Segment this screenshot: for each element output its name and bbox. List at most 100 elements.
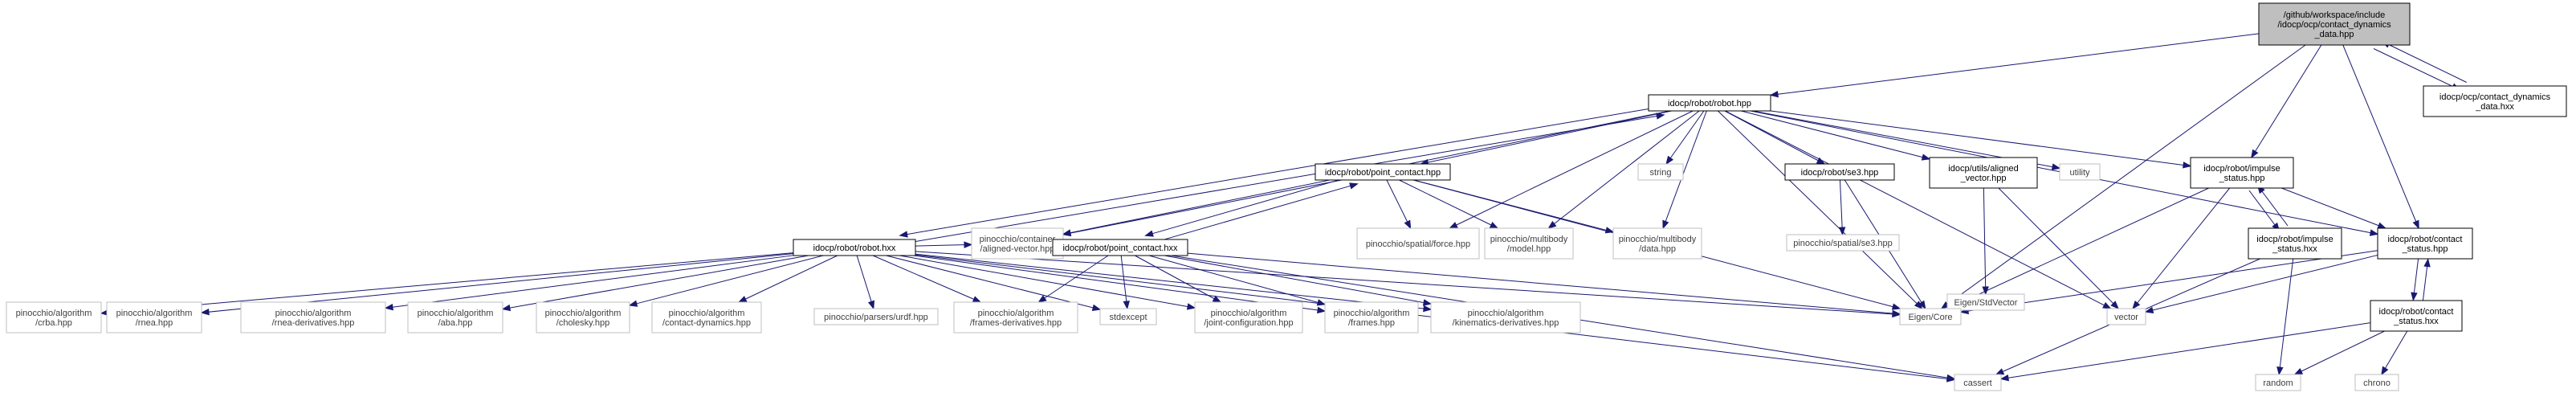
node-pin-model: pinocchio/multibody/model.hpp — [1484, 227, 1574, 260]
edge-contact_hpp-to-contact_hxx — [2411, 258, 2419, 301]
edge-line — [886, 255, 1101, 310]
node-label-line: Eigen/Core — [1908, 313, 1952, 322]
dependency-edges — [100, 33, 2467, 383]
node-label-line: Eigen/StdVector — [1954, 298, 2018, 308]
node-robot-hpp[interactable]: idocp/robot/robot.hpp — [1648, 94, 1771, 112]
arrowhead — [628, 300, 638, 307]
arrowhead — [384, 303, 393, 311]
node-box — [2423, 85, 2567, 117]
node-label-line: pinocchio/multibody — [1619, 235, 1697, 244]
edge-line — [502, 255, 809, 310]
node-aligned-hpp[interactable]: idocp/utils/aligned_vector.hpp — [1929, 157, 2038, 189]
edge-line — [1399, 179, 1498, 229]
node-label-line: idocp/robot/point_contact.hpp — [1325, 168, 1441, 178]
arrowhead — [1769, 91, 1779, 98]
node-impulse-hpp[interactable]: idocp/robot/impulse_status.hpp — [2190, 157, 2294, 189]
edge-line — [1983, 187, 1987, 295]
arrowhead — [972, 296, 982, 303]
node-pc-hxx[interactable]: idocp/robot/point_contact.hxx — [1052, 239, 1188, 256]
edge-line — [629, 255, 824, 306]
arrowhead — [2423, 258, 2431, 268]
node-box — [240, 301, 386, 333]
edge-pc_hpp-to-pc_hxx — [1144, 175, 1352, 237]
arrowhead — [1186, 303, 1196, 310]
edge-pc_hpp-to-pin_aligned — [1062, 179, 1342, 237]
edge-line — [1770, 33, 2260, 96]
node-label-line: idocp/robot/impulse — [2203, 164, 2280, 174]
node-box — [1786, 234, 1900, 252]
edge-line — [1947, 187, 2210, 309]
edge-line — [899, 106, 1661, 236]
arrowhead — [2369, 229, 2379, 236]
arrowhead — [1349, 182, 1359, 190]
edge-pc_hxx-to-pin_kin_der — [1164, 255, 1433, 306]
edge-robot_hpp-to-pin_force — [1449, 110, 1694, 229]
arrowhead — [1921, 153, 1931, 161]
node-label-line: string — [1650, 168, 1672, 178]
arrowhead — [1816, 157, 1826, 165]
node-pin-rnea: pinocchio/algorithm/rnea.hpp — [106, 301, 202, 333]
arrowhead — [1212, 295, 1222, 303]
edge-line — [2145, 254, 2378, 313]
node-label-line: /contact-dynamics.hpp — [662, 318, 751, 328]
node-label-line: pinocchio/algorithm — [275, 309, 352, 318]
node-label-line: idocp/robot/point_contact.hxx — [1062, 243, 1178, 253]
edge-line — [1145, 175, 1352, 236]
node-cd-hxx[interactable]: idocp/ocp/contact_dynamics_data.hxx — [2423, 85, 2567, 117]
node-box — [1099, 308, 1157, 325]
node-contact-hxx[interactable]: idocp/robot/contact_status.hxx — [2370, 300, 2463, 332]
node-string: string — [1637, 163, 1684, 181]
edge-root-to-cd_hxx — [2373, 48, 2461, 91]
edge-robot_hpp-to-se3_hpp — [1724, 110, 1826, 165]
edge-robot_hpp-to-impulse_hpp — [1770, 110, 2192, 169]
node-box — [106, 301, 202, 333]
node-se3-hpp[interactable]: idocp/robot/se3.hpp — [1784, 163, 1895, 181]
edge-impulse_hpp-to-contact_hpp — [2281, 187, 2387, 229]
node-label-line: pinocchio/container — [980, 235, 1056, 244]
node-label-line: utility — [2069, 168, 2090, 178]
node-root: /github/workspace/include/idocp/ocp/cont… — [2258, 2, 2411, 46]
node-label-line: pinocchio/algorithm — [1468, 309, 1544, 318]
node-random: random — [2255, 374, 2301, 391]
arrowhead — [1062, 229, 1072, 237]
arrowhead — [1144, 230, 1154, 237]
edge-pc_hxx-to-pin_frames — [1148, 255, 1327, 306]
arrowhead — [2377, 222, 2387, 229]
node-pin-se3: pinocchio/spatial/se3.hpp — [1786, 234, 1900, 252]
node-label-line: /idocp/ocp/contact_dynamics — [2277, 20, 2391, 30]
edge-line — [2342, 44, 2419, 229]
edge-impulse_hpp-to-eigen_core — [1946, 187, 2210, 309]
arrowhead — [2293, 368, 2304, 375]
arrowhead — [1404, 219, 1412, 230]
arrowhead — [1665, 155, 1674, 166]
edge-line — [1449, 110, 1694, 229]
edge-impulse_hxx-to-random — [2276, 258, 2294, 376]
node-impulse-hxx[interactable]: idocp/robot/impulse_status.hxx — [2248, 227, 2342, 260]
edge-line — [1839, 179, 1844, 235]
node-label-line: pinocchio/algorithm — [1211, 309, 1287, 318]
node-box — [2354, 374, 2399, 391]
edge-robot_hpp-to-robot_hxx — [899, 106, 1661, 238]
edge-line — [1770, 110, 2191, 167]
edge-line — [2373, 48, 2460, 90]
edge-impulse_hpp-to-impulse_hxx — [2248, 190, 2280, 232]
node-label-line: /cholesky.hpp — [556, 318, 609, 328]
arrowhead — [1892, 309, 1901, 317]
edge-line — [1717, 110, 1923, 309]
arrowhead — [501, 304, 512, 312]
edge-aligned_hpp-to-vector — [1998, 187, 2120, 309]
node-eigen-core: Eigen/Core — [1899, 308, 1962, 325]
edge-line — [2294, 330, 2385, 375]
edge-robot_hxx-to-robot_hpp — [903, 113, 1665, 244]
edge-line — [1960, 250, 2378, 313]
edge-contact_hpp-to-vector — [2144, 254, 2378, 313]
edge-line — [1725, 110, 2111, 309]
edge-se3_hpp-to-pin_se3 — [1838, 179, 1846, 236]
node-contact-hpp[interactable]: idocp/robot/contact_status.hpp — [2377, 227, 2473, 260]
node-robot-hxx[interactable]: idocp/robot/robot.hxx — [793, 239, 916, 256]
node-pc-hpp[interactable]: idocp/robot/point_contact.hpp — [1314, 163, 1451, 181]
arrowhead — [1662, 219, 1669, 230]
edge-robot_hxx-to-pin_kin_der — [915, 253, 1433, 313]
node-label-line: /aba.hpp — [438, 318, 473, 328]
node-pin-kin-der: pinocchio/algorithm/kinematics-derivativ… — [1430, 301, 1581, 333]
